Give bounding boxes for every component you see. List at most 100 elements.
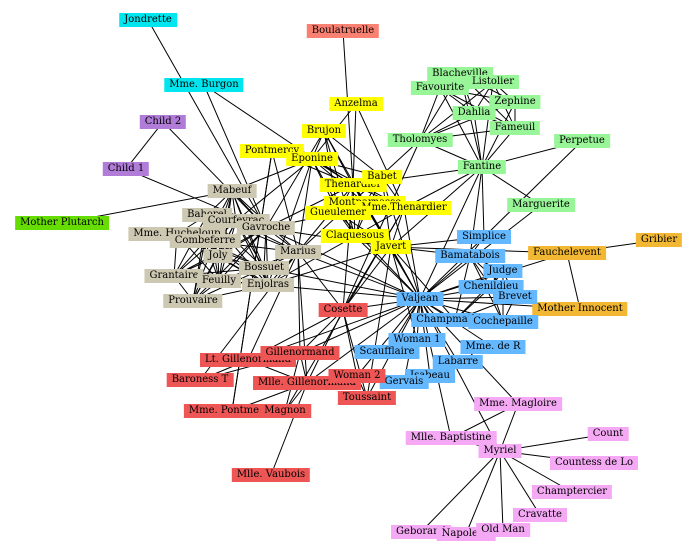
- node-gueulemer[interactable]: Gueulemer: [304, 206, 372, 220]
- node-babet[interactable]: Babet: [362, 170, 402, 184]
- node-javert[interactable]: Javert: [370, 240, 412, 254]
- edge-claquesous-enjolras: [267, 235, 356, 286]
- node-boulatruelle[interactable]: Boulatruelle: [306, 24, 380, 38]
- node-mmethenardier[interactable]: Mme.Thenardier: [356, 201, 452, 215]
- node-scaufflaire[interactable]: Scaufflaire: [354, 345, 420, 359]
- node-claquesous[interactable]: Claquesous: [320, 229, 390, 243]
- node-bamatabois[interactable]: Bamatabois: [435, 249, 505, 263]
- edge-child1-child2: [125, 121, 164, 170]
- node-child2[interactable]: Child 2: [139, 115, 187, 129]
- node-simplice[interactable]: Simplice: [457, 230, 511, 244]
- edge-tholomyes-cosette: [342, 139, 421, 311]
- edge-favourite-fantine: [439, 87, 483, 168]
- node-motherinnocent[interactable]: Mother Innocent: [532, 302, 628, 316]
- node-fauchelevent[interactable]: Fauchelevent: [528, 246, 606, 260]
- edge-valjean-gillenormand: [299, 298, 421, 354]
- node-cravatte[interactable]: Cravatte: [513, 508, 567, 522]
- edge-perpetue-simplice: [483, 140, 583, 238]
- node-anzelma[interactable]: Anzelma: [329, 97, 383, 111]
- edge-marius-ltgillenormand: [247, 251, 299, 361]
- node-valjean[interactable]: Valjean: [396, 292, 444, 306]
- node-gribier[interactable]: Gribier: [635, 233, 683, 247]
- node-enjolras[interactable]: Enjolras: [242, 278, 294, 292]
- edge-marius-gillenormand: [297, 251, 301, 354]
- node-mllevaubois[interactable]: Mlle. Vaubois: [231, 468, 311, 482]
- node-plutarch[interactable]: Mother Plutarch: [15, 216, 109, 230]
- node-mabeuf[interactable]: Mabeuf: [207, 184, 257, 198]
- node-mmeder[interactable]: Mme. de R: [460, 340, 526, 354]
- node-woman1[interactable]: Woman 1: [388, 333, 446, 347]
- edge-gavroche-prouvaire: [192, 227, 267, 302]
- node-perpetue[interactable]: Perpetue: [554, 134, 610, 148]
- node-baptistine[interactable]: Mlle. Baptistine: [405, 431, 497, 445]
- edge-eponine-courfeyrac: [235, 158, 313, 222]
- node-magloire[interactable]: Mme. Magloire: [474, 397, 562, 411]
- edge-cosette-gillenormand: [299, 309, 344, 354]
- edge-bossuet-valjean: [263, 267, 421, 300]
- node-judge[interactable]: Judge: [483, 264, 523, 278]
- node-magnon[interactable]: Magnon: [259, 404, 311, 418]
- edge-gavroche-valjean: [265, 227, 421, 300]
- node-fantine[interactable]: Fantine: [457, 160, 507, 174]
- node-favourite[interactable]: Favourite: [410, 81, 470, 95]
- edge-burgon-gavroche: [203, 84, 267, 229]
- node-grantaire[interactable]: Grantaire: [144, 269, 204, 283]
- node-marius[interactable]: Marius: [275, 245, 321, 259]
- node-gavroche[interactable]: Gavroche: [236, 221, 296, 235]
- node-zephine[interactable]: Zephine: [489, 95, 541, 109]
- node-dahlia[interactable]: Dahlia: [452, 106, 496, 120]
- edge-javert-valjean: [390, 246, 421, 300]
- edge-marius-valjean: [297, 251, 421, 300]
- node-child1[interactable]: Child 1: [102, 162, 150, 176]
- node-geborand[interactable]: Geborand: [391, 525, 451, 539]
- edge-judge-champmathieu: [454, 270, 504, 321]
- node-baronesst[interactable]: Baroness T: [166, 373, 234, 387]
- edge-valjean-mllegillenormand: [306, 298, 421, 384]
- node-cochepaille[interactable]: Cochepaille: [468, 315, 538, 329]
- edge-anzelma-mmethenardier: [355, 103, 405, 209]
- node-oldman[interactable]: Old Man: [476, 523, 530, 537]
- edge-dahlia-fantine: [473, 112, 483, 168]
- node-burgon[interactable]: Mme. Burgon: [164, 78, 244, 92]
- edge-fantine-simplice: [481, 166, 485, 238]
- edge-valjean-labarre: [419, 298, 459, 363]
- node-eponine[interactable]: Eponine: [286, 152, 338, 166]
- node-myriel[interactable]: Myriel: [478, 444, 522, 458]
- edge-myriel-napoleon: [465, 450, 501, 535]
- node-cosette[interactable]: Cosette: [318, 303, 368, 317]
- edge-pontmercy-marius: [271, 150, 299, 253]
- edge-eponine-marius: [297, 158, 313, 253]
- edge-mmethenardier-valjean: [403, 207, 421, 300]
- node-gillenormand[interactable]: Gillenormand: [260, 346, 340, 360]
- edge-mllegillenormand-mllevaubois: [270, 382, 308, 476]
- node-woman2[interactable]: Woman 2: [328, 369, 386, 383]
- node-prouvaire[interactable]: Prouvaire: [163, 294, 223, 308]
- node-toussaint[interactable]: Toussaint: [337, 391, 397, 405]
- node-brevet[interactable]: Brevet: [493, 290, 537, 304]
- node-listolier[interactable]: Listolier: [466, 75, 520, 89]
- edge-myriel-geborand: [420, 450, 501, 533]
- node-feuilly[interactable]: Feuilly: [197, 274, 241, 288]
- node-labarre[interactable]: Labarre: [432, 355, 484, 369]
- node-gervais[interactable]: Gervais: [379, 375, 429, 389]
- node-mmepontmercy[interactable]: Mme. Pontmercy: [183, 404, 281, 418]
- node-marguerite[interactable]: Marguerite: [507, 198, 575, 212]
- node-tholomyes[interactable]: Tholomyes: [387, 133, 453, 147]
- node-countess[interactable]: Countess de Lo: [549, 456, 639, 470]
- edge-cosette-woman2: [342, 309, 358, 377]
- edge-myriel-cravatte: [499, 450, 541, 516]
- node-jondrette[interactable]: Jondrette: [119, 13, 177, 27]
- node-combeferre[interactable]: Combeferre: [169, 234, 241, 248]
- edge-gavroche-feuilly: [218, 227, 267, 282]
- edge-fantine-valjean: [419, 166, 483, 300]
- node-bossuet[interactable]: Bossuet: [238, 261, 290, 275]
- node-brujon[interactable]: Brujon: [301, 124, 347, 138]
- node-joly[interactable]: Joly: [203, 249, 233, 263]
- node-count[interactable]: Count: [587, 427, 629, 441]
- edge-marius-mllegillenormand: [297, 251, 308, 384]
- node-fameuil[interactable]: Fameuil: [489, 121, 541, 135]
- node-champtercier[interactable]: Champtercier: [531, 485, 613, 499]
- edge-javert-champmathieu: [390, 246, 456, 321]
- edge-combeferre-enjolras: [204, 240, 269, 286]
